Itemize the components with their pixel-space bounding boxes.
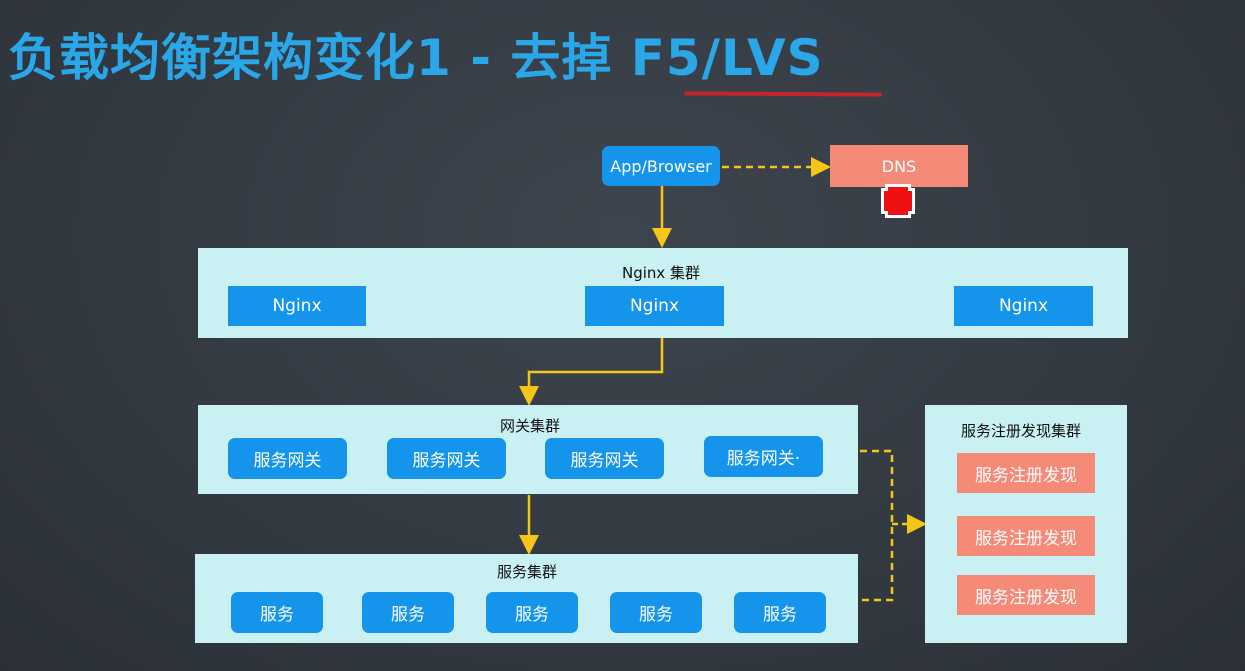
registry-cluster-label: 服务注册发现集群 <box>961 422 1082 440</box>
gateway-to-registry-link <box>860 449 894 602</box>
registry-node: 服务注册发现 <box>957 516 1095 556</box>
cursor-marker-icon <box>881 184 915 218</box>
nginx-node: Nginx <box>228 286 366 326</box>
nginx-cluster-panel: Nginx 集群 Nginx Nginx Nginx <box>198 248 1128 338</box>
client-node: App/Browser <box>602 146 720 186</box>
gateway-cluster-panel: 网关集群 服务网关 服务网关 服务网关 服务网关· <box>198 405 858 494</box>
nginx-cluster-label: Nginx 集群 <box>622 264 701 282</box>
service-node: 服务 <box>362 592 454 633</box>
slide-title: 负载均衡架构变化1 - 去掉 F5/LVS <box>8 29 824 87</box>
service-cluster-label: 服务集群 <box>497 563 558 581</box>
nginx-node: Nginx <box>954 286 1093 326</box>
registry-node: 服务注册发现 <box>957 453 1095 493</box>
registry-cluster-panel: 服务注册发现集群 服务注册发现 服务注册发现 服务注册发现 <box>925 405 1127 643</box>
service-node: 服务 <box>231 592 323 633</box>
service-node: 服务 <box>486 592 578 633</box>
service-cluster-panel: 服务集群 服务 服务 服务 服务 服务 <box>195 554 858 643</box>
gateway-cluster-label: 网关集群 <box>500 417 561 435</box>
nginx-node: Nginx <box>585 286 724 326</box>
registry-node: 服务注册发现 <box>957 575 1095 615</box>
service-node: 服务 <box>734 592 826 633</box>
gateway-node: 服务网关 <box>228 438 347 479</box>
nginx-to-gateway-arrow <box>519 338 664 406</box>
service-node: 服务 <box>610 592 702 633</box>
gateway-node: 服务网关 <box>387 438 506 479</box>
dns-node: DNS <box>830 145 968 187</box>
gateway-node: 服务网关· <box>704 436 823 477</box>
gateway-node: 服务网关 <box>545 438 664 479</box>
